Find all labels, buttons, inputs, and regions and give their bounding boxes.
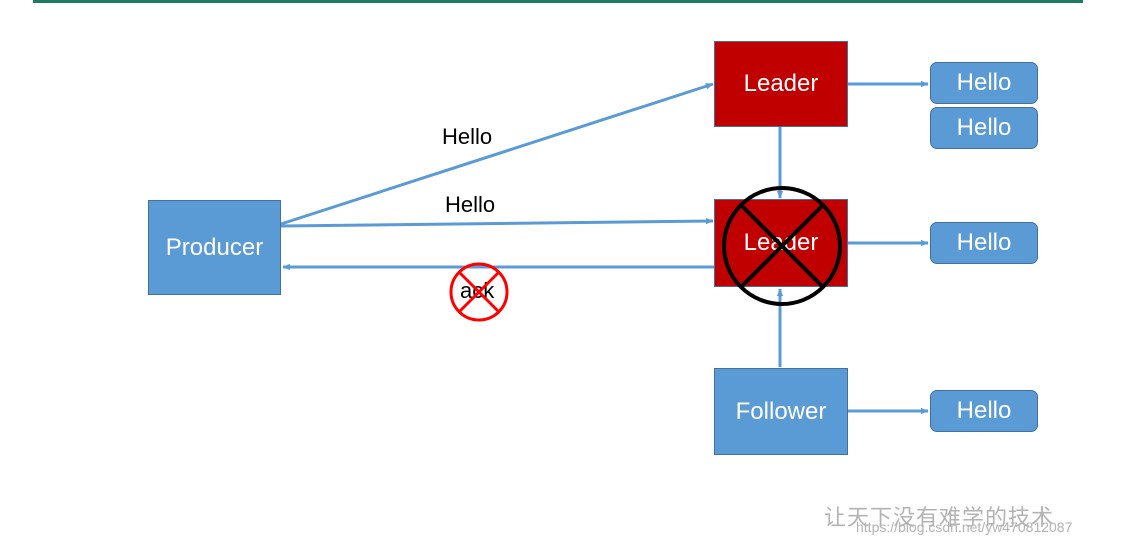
message-label: Hello [956,229,1012,256]
message-label: Hello [956,114,1012,141]
producer-node: Producer [148,200,281,295]
follower-label: Follower [735,397,827,425]
producer-label: Producer [165,233,264,261]
top-rule [33,0,1083,3]
watermark-url: https://blog.csdn.net/yw470812087 [856,519,1073,535]
message-leader-failed: Hello [930,222,1038,264]
message-label: Hello [956,69,1012,96]
arrow-producer-to-leader-top [280,82,714,226]
leader-failure-cross-icon [722,186,842,306]
message-leader-top-1: Hello [930,62,1038,104]
arrow-producer-to-leader-failed [280,217,714,228]
edge-label-to-leader-failed: Hello [445,192,496,217]
message-leader-top-2: Hello [930,107,1038,149]
message-follower: Hello [930,390,1038,432]
leader-top-node: Leader [714,41,848,127]
ack-cancel-icon [449,262,509,322]
leader-top-label: Leader [743,70,819,97]
watermark-slogan: 让天下没有难学的技术 [824,506,1055,531]
follower-node: Follower [714,368,848,455]
edge-label-to-leader-top: Hello [442,124,493,149]
message-label: Hello [956,397,1012,424]
